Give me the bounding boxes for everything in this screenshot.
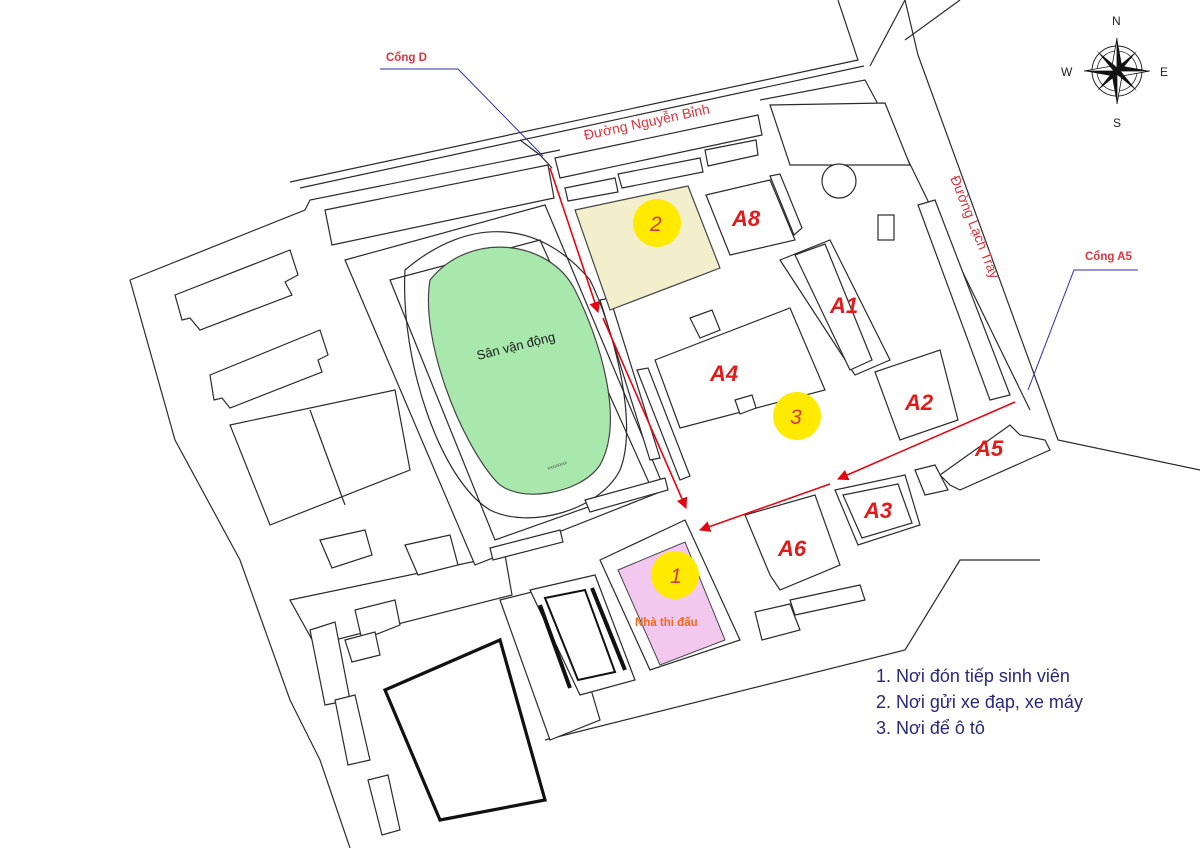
svg-text:1: 1 <box>670 565 682 588</box>
label-a1: A1 <box>829 293 858 318</box>
label-a3: A3 <box>863 498 892 523</box>
marker-2: 2 <box>633 199 681 247</box>
route-arrows <box>549 167 1016 532</box>
west-buildings <box>174 249 513 836</box>
legend-item-car-parking: 3. Nơi để ô tô <box>876 718 985 738</box>
road-network <box>129 0 1200 848</box>
label-a2: A2 <box>904 390 934 415</box>
gym-complex <box>529 519 741 696</box>
label-a5: A5 <box>974 436 1004 461</box>
stadium-complex: xxxxxxxx <box>344 204 691 566</box>
compass-e: E <box>1160 65 1168 79</box>
map-legend: 1. Nơi đón tiếp sinh viên 2. Nơi gửi xe … <box>876 663 1176 741</box>
compass-s: S <box>1113 116 1121 130</box>
marker-1: 1 <box>651 551 699 599</box>
compass-rose-icon: N S W E <box>1061 14 1168 130</box>
legend-item-reception: 1. Nơi đón tiếp sinh viên <box>876 666 1070 686</box>
parking-area <box>574 185 721 311</box>
north-strip <box>324 102 911 246</box>
label-a8: A8 <box>731 206 761 231</box>
compass-w: W <box>1061 65 1073 79</box>
label-a6: A6 <box>777 536 807 561</box>
gate-d-label: Cổng D <box>386 52 427 64</box>
compass-n: N <box>1112 14 1121 28</box>
gym-area <box>617 541 726 666</box>
gate-d-pointer <box>380 68 544 157</box>
gate-a5-label: Cổng A5 <box>1085 251 1132 263</box>
stadium-field <box>427 246 611 495</box>
marker-3: 3 <box>773 392 821 440</box>
gate-a5-pointer <box>1027 269 1138 391</box>
svg-text:3: 3 <box>790 406 802 429</box>
label-a4: A4 <box>709 361 738 386</box>
svg-text:2: 2 <box>649 213 662 236</box>
building-a8 <box>705 173 803 256</box>
gym-label: Nhà thi đấu <box>635 617 698 629</box>
south-east-buildings <box>744 424 1051 641</box>
legend-item-bike-parking: 2. Nơi gửi xe đạp, xe máy <box>876 692 1083 712</box>
